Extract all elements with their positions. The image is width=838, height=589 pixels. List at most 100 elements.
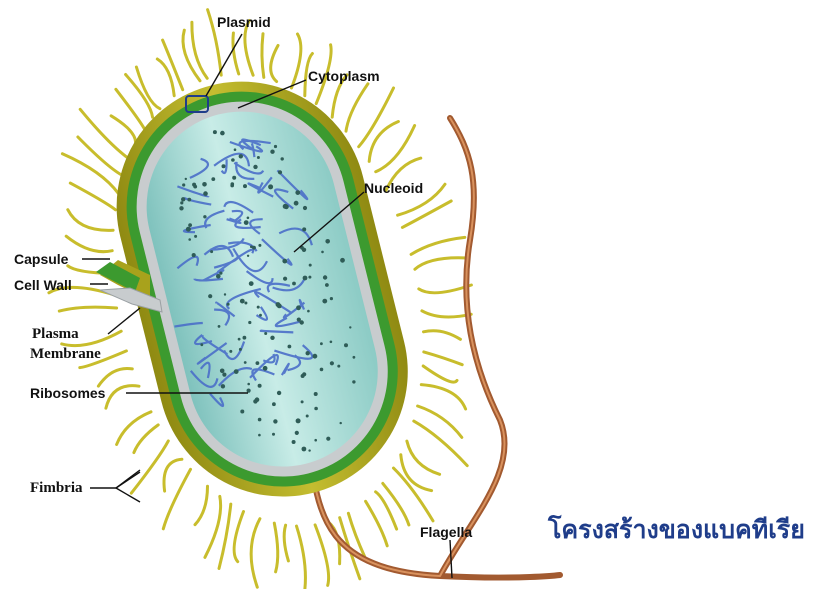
- ribosome: [234, 148, 237, 151]
- ribosome: [314, 439, 317, 442]
- ribosome: [320, 342, 323, 345]
- ribosome: [243, 184, 247, 188]
- ribosome: [330, 341, 333, 344]
- fimbria: [66, 236, 112, 251]
- ribosome: [281, 157, 284, 160]
- ribosome: [221, 384, 225, 388]
- fimbria: [117, 412, 151, 445]
- ribosome: [272, 433, 275, 436]
- fimbria: [424, 352, 462, 365]
- fimbria: [415, 258, 468, 269]
- ribosome: [244, 220, 249, 225]
- label-plasmid: Plasmid: [217, 14, 271, 30]
- fimbria: [271, 46, 278, 82]
- ribosome: [326, 437, 330, 441]
- ribosome: [292, 440, 296, 444]
- ribosome: [320, 368, 324, 372]
- ribosome: [278, 170, 282, 174]
- ribosome: [222, 373, 226, 377]
- label-nucleoid: Nucleoid: [364, 180, 423, 196]
- ribosome: [243, 336, 247, 340]
- ribosome: [182, 183, 185, 186]
- ribosome: [247, 255, 249, 257]
- flagella-line: [450, 540, 452, 578]
- ribosome: [253, 165, 257, 169]
- ribosome: [258, 434, 261, 437]
- ribosome: [232, 176, 236, 180]
- fimbria: [411, 237, 465, 254]
- ribosome: [292, 282, 296, 286]
- ribosome: [330, 297, 333, 300]
- ribosome: [322, 299, 327, 304]
- ribosome: [257, 156, 260, 159]
- fimbria: [134, 425, 158, 453]
- ribosome: [252, 246, 256, 250]
- ribosome: [302, 447, 307, 452]
- ribosome: [219, 272, 222, 275]
- ribosome: [181, 197, 185, 201]
- fimbria: [251, 519, 260, 588]
- ribosome: [340, 422, 342, 424]
- label-plasma-membrane-1: Plasma: [32, 326, 79, 342]
- fimbria: [418, 406, 462, 437]
- ribosome: [200, 343, 203, 346]
- ribosome: [330, 361, 334, 365]
- fimbria: [78, 137, 123, 176]
- ribosome: [270, 150, 274, 154]
- ribosome: [258, 384, 262, 388]
- ribosome: [288, 345, 292, 349]
- ribosome: [259, 314, 262, 317]
- ribosome: [306, 415, 309, 418]
- fimbria: [195, 486, 208, 525]
- ribosome: [213, 130, 217, 134]
- ribosome: [303, 206, 307, 210]
- ribosome: [203, 215, 206, 218]
- ribosome: [302, 248, 306, 252]
- ribosome: [263, 366, 268, 371]
- label-capsule: Capsule: [14, 251, 68, 267]
- ribosome: [340, 258, 345, 263]
- label-cytoplasm: Cytoplasm: [308, 68, 380, 84]
- fimbria: [424, 331, 461, 340]
- ribosome: [187, 198, 191, 202]
- fimbria: [98, 368, 132, 386]
- ribosome: [239, 348, 242, 351]
- ribosome: [313, 354, 318, 359]
- label-ribosomes: Ribosomes: [30, 385, 105, 401]
- ribosome: [192, 253, 196, 257]
- fimbria: [402, 201, 451, 227]
- ribosome: [185, 178, 187, 180]
- ribosome: [247, 389, 251, 393]
- ribosome: [295, 431, 299, 435]
- ribosome: [294, 201, 299, 206]
- ribosome: [314, 407, 318, 411]
- ribosome: [257, 306, 260, 309]
- fimbria: [70, 183, 115, 210]
- ribosome: [211, 177, 215, 181]
- ribosome: [297, 318, 301, 322]
- fimbria: [59, 307, 116, 311]
- ribosome: [248, 321, 251, 324]
- ribosome: [210, 250, 213, 253]
- ribosome: [352, 380, 355, 383]
- ribosome: [296, 305, 301, 310]
- fimbria: [297, 526, 306, 589]
- ribosome: [234, 369, 239, 374]
- ribosome: [302, 227, 306, 231]
- ribosome: [308, 449, 310, 451]
- fimbria: [407, 441, 440, 474]
- ribosome: [325, 239, 330, 244]
- ribosome: [240, 410, 244, 414]
- ribosome: [240, 299, 245, 304]
- fimbria: [68, 210, 113, 231]
- fimbria: [106, 386, 139, 409]
- fimbria: [111, 116, 136, 145]
- ribosome: [244, 361, 247, 364]
- ribosome: [220, 131, 225, 136]
- fimbria: [233, 33, 239, 74]
- fimbria: [262, 34, 264, 78]
- ribosome: [268, 184, 273, 189]
- ribosome: [188, 223, 192, 227]
- fimbria-line-b: [116, 488, 140, 502]
